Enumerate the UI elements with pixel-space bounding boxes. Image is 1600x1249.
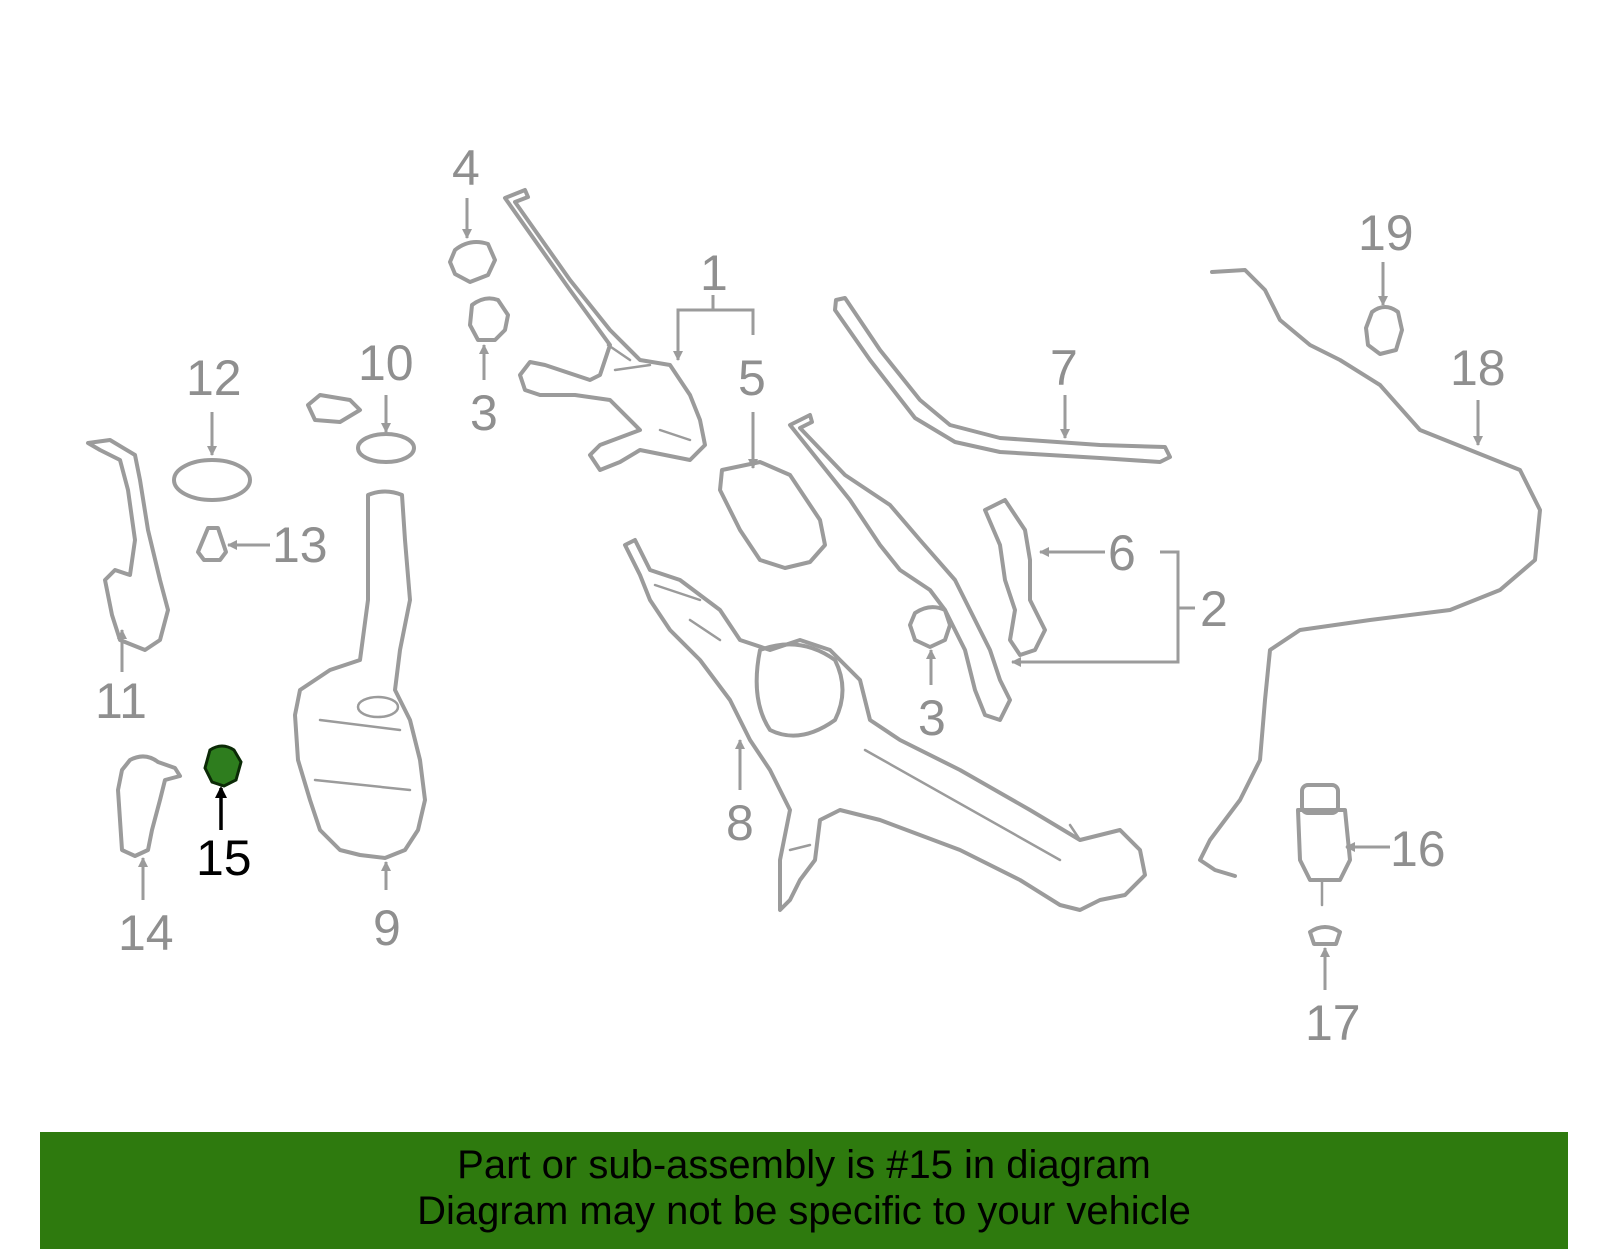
washer-hose[interactable] — [1198, 268, 1542, 878]
callout-14[interactable]: 14 — [118, 905, 174, 961]
wiper-motor-linkage[interactable] — [623, 538, 1147, 912]
callout-labels: 1 2 3 3 4 5 6 7 8 9 10 11 12 13 14 15 16… — [95, 140, 1506, 1051]
info-banner: Part or sub-assembly is #15 in diagram D… — [40, 1132, 1568, 1249]
callout-2[interactable]: 2 — [1200, 581, 1228, 637]
callout-4[interactable]: 4 — [452, 140, 480, 196]
wiper-arm-left[interactable] — [503, 188, 707, 472]
callout-16[interactable]: 16 — [1390, 821, 1446, 877]
callout-8[interactable]: 8 — [726, 795, 754, 851]
cap[interactable] — [448, 240, 497, 284]
leader-lines — [117, 198, 1483, 990]
banner-line-2: Diagram may not be specific to your vehi… — [417, 1189, 1191, 1233]
washer-reservoir[interactable] — [293, 489, 427, 860]
pump-grommet[interactable] — [1308, 925, 1342, 946]
callout-6[interactable]: 6 — [1108, 525, 1136, 581]
callout-18[interactable]: 18 — [1450, 340, 1506, 396]
push-plug[interactable] — [196, 526, 228, 562]
wiper-arm-right[interactable] — [788, 413, 1047, 722]
callout-1[interactable]: 1 — [700, 245, 728, 301]
level-sensor[interactable] — [116, 754, 182, 858]
callout-5[interactable]: 5 — [738, 350, 766, 406]
hose-clip[interactable] — [1364, 305, 1404, 356]
filler-seal[interactable] — [306, 393, 416, 464]
mounting-bracket[interactable] — [86, 438, 170, 652]
bushing-upper[interactable] — [468, 296, 510, 342]
arm-cover[interactable] — [718, 460, 827, 570]
banner-line-1: Part or sub-assembly is #15 in diagram — [457, 1143, 1151, 1187]
callout-3-lower[interactable]: 3 — [918, 690, 946, 746]
callout-10[interactable]: 10 — [358, 335, 414, 391]
callout-12[interactable]: 12 — [186, 350, 242, 406]
callout-7[interactable]: 7 — [1050, 340, 1078, 396]
callout-17[interactable]: 17 — [1305, 995, 1361, 1051]
highlighted-part-15[interactable] — [203, 744, 243, 788]
callout-11[interactable]: 11 — [95, 673, 147, 729]
bushing-lower[interactable] — [908, 605, 952, 649]
callout-9[interactable]: 9 — [373, 900, 401, 956]
callout-3-upper[interactable]: 3 — [470, 385, 498, 441]
washer-pump[interactable] — [1296, 783, 1352, 907]
callout-15[interactable]: 15 — [196, 830, 252, 886]
callout-19[interactable]: 19 — [1358, 205, 1414, 261]
callout-13[interactable]: 13 — [272, 517, 328, 573]
wiper-blade[interactable] — [833, 296, 1172, 464]
grommet[interactable] — [172, 458, 252, 502]
